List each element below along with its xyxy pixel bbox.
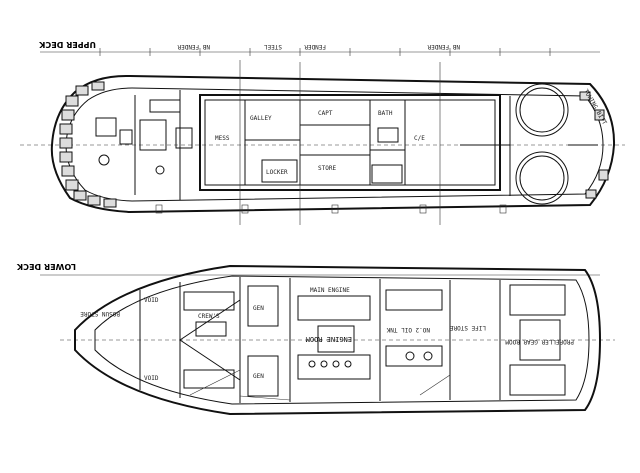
upper-label-towing-bitt: TOWING BITT (582, 88, 608, 126)
lower-label-void-1: VOID (144, 297, 159, 304)
lower-deck-title: LOWER DECK (16, 262, 76, 271)
upper-label-fender-a: NB FENDER (177, 43, 210, 50)
lower-label-life-store: LIFE STORE (449, 324, 486, 331)
lower-label-crew: CREW'S (198, 313, 220, 320)
lower-label-prop-room: PROPELLER GEAR ROOM (505, 338, 574, 345)
upper-deck-title: UPPER DECK (38, 40, 96, 49)
lower-label-void-2: VOID (144, 375, 159, 382)
lower-label-main-engine: MAIN ENGINE (310, 287, 350, 294)
lower-label-bosun: BOSUN STORE (80, 310, 120, 317)
lower-deck-plan: LOWER DECK BOSUN STORE VOID VOID CR (16, 262, 615, 416)
upper-room-galley: GALLEY (250, 115, 272, 122)
upper-deck-plan: UPPER DECK NB FENDER STEEL FENDER NB FEN… (20, 40, 625, 225)
upper-label-fender-b: FENDER (304, 43, 326, 50)
lower-label-oil-tank: NO.2 OIL TNK (386, 326, 430, 333)
lower-label-gen-2: GEN (253, 373, 264, 380)
upper-room-locker: LOCKER (266, 169, 288, 176)
upper-room-bath: BATH (378, 110, 393, 117)
upper-room-store: STORE (318, 165, 336, 172)
upper-room-capt: CAPT (318, 110, 333, 117)
upper-room-ce: C/E (414, 135, 425, 142)
lower-label-gen-1: GEN (253, 305, 264, 312)
upper-label-steel: STEEL (264, 43, 282, 50)
lower-label-engine-room: ENGINE ROOM (306, 335, 352, 343)
upper-room-mess: MESS (215, 135, 230, 142)
upper-label-fender-c: NB FENDER (427, 43, 460, 50)
